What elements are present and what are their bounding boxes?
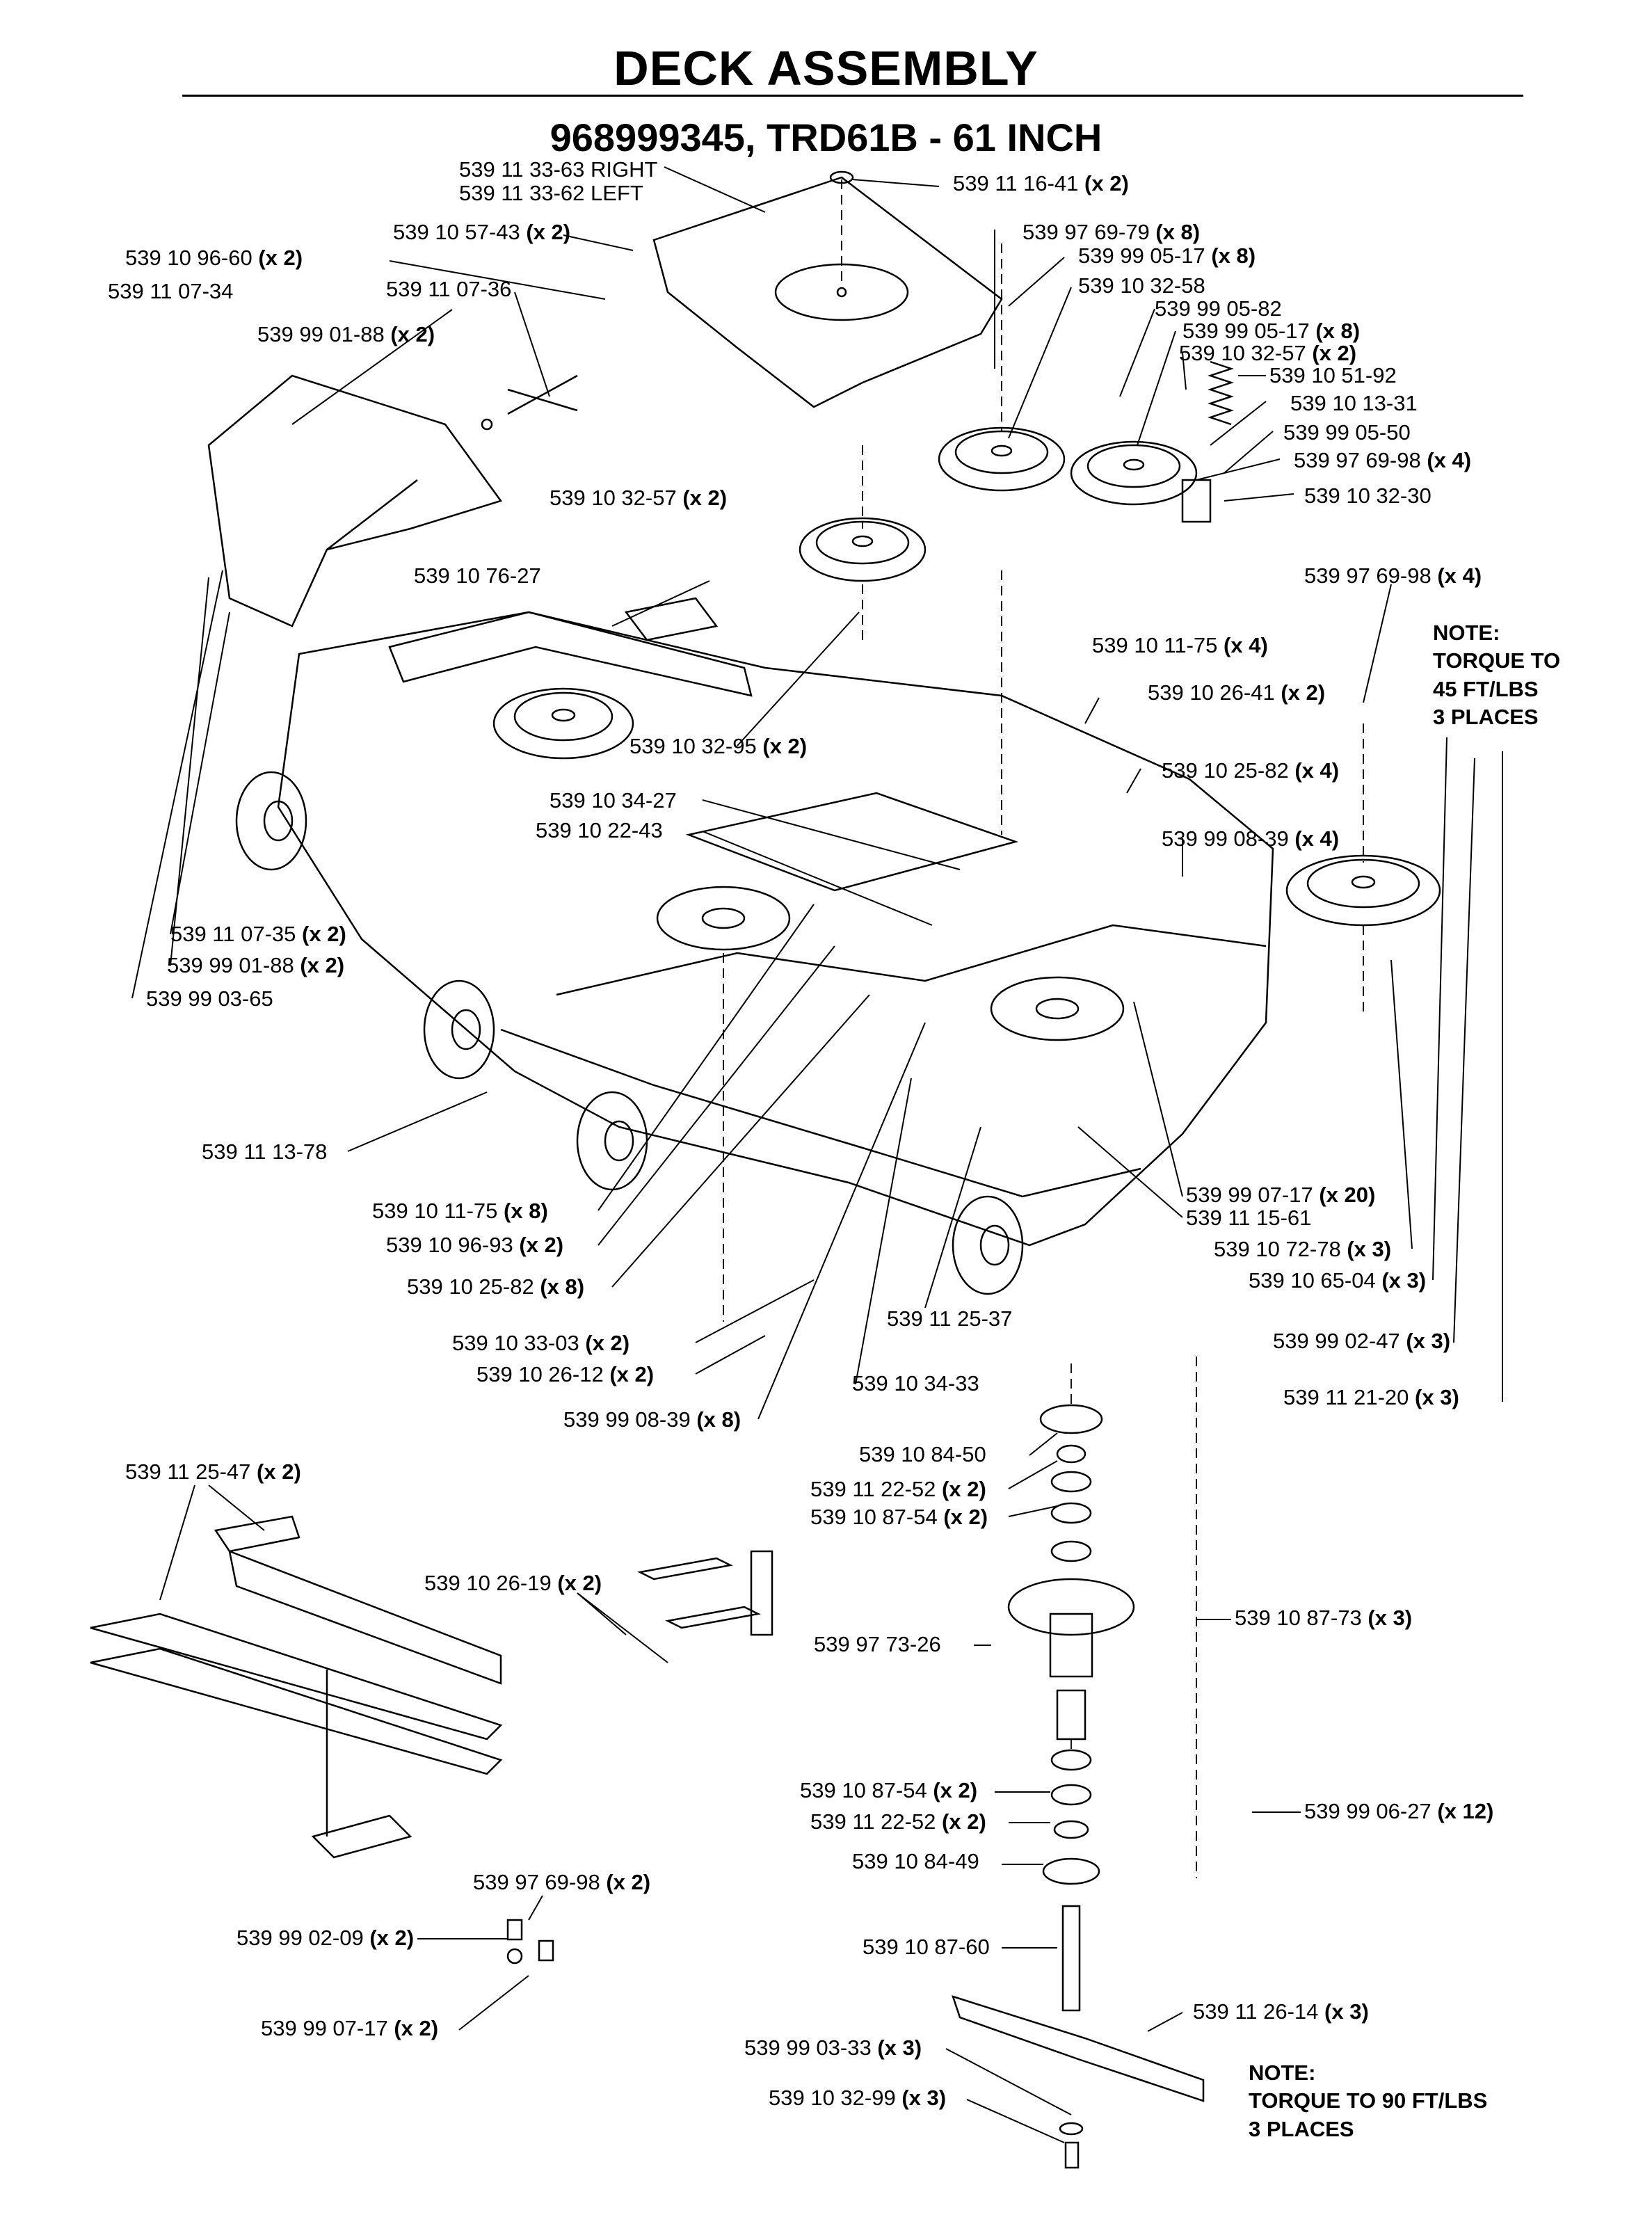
deck-pulley-right <box>1285 854 1441 927</box>
part-label: 539 10 32-57 (x 2) <box>1179 341 1357 365</box>
part-label: 539 99 02-09 (x 2) <box>236 1926 415 1950</box>
part-label: 539 99 01-88 (x 2) <box>167 953 345 977</box>
part-label: 539 10 26-12 (x 2) <box>476 1362 655 1386</box>
part-label: 539 10 76-27 <box>414 563 541 588</box>
part-label: 539 11 25-47 (x 2) <box>125 1459 301 1484</box>
part-label: 539 10 65-04 (x 3) <box>1249 1268 1427 1293</box>
part-label: 539 10 96-60 (x 2) <box>125 246 303 270</box>
part-label: 539 99 03-65 <box>146 986 273 1011</box>
part-label: 539 97 69-98 (x 2) <box>473 1870 651 1894</box>
part-label: 539 10 72-78 (x 3) <box>1214 1237 1392 1261</box>
part-label: 539 11 26-14 (x 3) <box>1193 1999 1369 2024</box>
deck-support-bracket <box>90 1515 503 1859</box>
part-label: 539 10 32-30 <box>1304 483 1432 508</box>
part-label: 539 10 96-93 (x 2) <box>386 1233 564 1257</box>
page-title: DECK ASSEMBLY <box>614 41 1038 95</box>
part-label: 539 10 84-50 <box>859 1442 986 1466</box>
part-label: 539 97 69-79 (x 8) <box>1023 220 1201 244</box>
part-label: 539 99 01-88 (x 2) <box>257 322 435 346</box>
part-label: 539 10 32-99 (x 3) <box>769 2086 947 2110</box>
part-label: 539 97 73-26 <box>814 1632 941 1656</box>
part-label: 539 10 32-58 <box>1078 273 1205 298</box>
part-label: 539 10 22-43 <box>536 818 663 842</box>
discharge-chute <box>207 374 578 627</box>
page-subtitle: 968999345, TRD61B - 61 INCH <box>550 115 1102 159</box>
part-label: 539 99 06-27 (x 12) <box>1304 1799 1494 1823</box>
part-label: 539 99 05-17 (x 8) <box>1182 319 1361 343</box>
pin-bracket <box>637 1550 773 1636</box>
part-label: 539 10 34-27 <box>550 788 677 813</box>
part-label: 539 99 05-17 (x 8) <box>1078 243 1256 268</box>
part-label: 539 11 21-20 (x 3) <box>1283 1385 1459 1409</box>
front-bracket <box>388 597 753 697</box>
part-label: 539 11 07-36 <box>386 277 512 301</box>
part-label: 539 99 02-47 (x 3) <box>1273 1329 1451 1353</box>
part-label: 539 10 87-60 <box>863 1935 990 1959</box>
part-label: 539 11 07-34 <box>108 279 234 303</box>
part-label: 539 11 16-41 (x 2) <box>953 171 1129 195</box>
leader-lines <box>131 166 1503 2143</box>
part-label: 539 10 87-73 (x 3) <box>1235 1606 1413 1630</box>
deck-pulley-left <box>492 687 634 760</box>
spindle-stack <box>952 1404 1205 2169</box>
part-label: 539 99 08-39 (x 8) <box>563 1407 741 1432</box>
part-label: 539 10 26-19 (x 2) <box>424 1571 602 1595</box>
part-label: 539 99 03-33 (x 3) <box>744 2035 922 2060</box>
part-label: 539 10 34-33 <box>852 1371 979 1395</box>
assembly-guides <box>723 179 1364 1878</box>
part-label: 539 11 13-78 <box>202 1139 328 1164</box>
part-label: 539 10 11-75 (x 8) <box>372 1199 548 1223</box>
part-label: 539 11 33-63 RIGHT <box>459 157 658 182</box>
part-label: 539 99 08-39 (x 4) <box>1162 826 1340 851</box>
caster-wheels <box>235 771 1024 1295</box>
part-label: 539 99 05-82 <box>1155 296 1282 321</box>
part-label: 539 99 07-17 (x 20) <box>1186 1183 1376 1207</box>
part-label: 539 11 33-62 LEFT <box>459 181 643 205</box>
part-label: 539 10 13-31 <box>1290 391 1418 415</box>
torque-note-45: NOTE: TORQUE TO 45 FT/LBS 3 PLACES <box>1433 621 1561 729</box>
part-label: 539 10 26-41 (x 2) <box>1148 680 1326 705</box>
mower-deck-shell <box>277 611 1274 1247</box>
part-label: 539 97 69-98 (x 4) <box>1294 448 1472 472</box>
part-label: 539 11 22-52 (x 2) <box>810 1809 986 1834</box>
bracket-hardware <box>506 1919 554 1965</box>
belt-cover <box>652 170 1003 408</box>
part-label: 539 10 32-95 (x 2) <box>629 734 808 758</box>
part-label: 539 10 57-43 (x 2) <box>393 220 571 244</box>
title-divider <box>182 95 1523 97</box>
part-label: 539 10 87-54 (x 2) <box>800 1778 978 1802</box>
torque-note-90: NOTE: TORQUE TO 90 FT/LBS 3 PLACES <box>1249 2061 1488 2141</box>
part-label: 539 11 22-52 (x 2) <box>810 1477 986 1501</box>
part-label: 539 99 07-17 (x 2) <box>261 2016 439 2040</box>
idler-pulley-upper <box>799 360 1234 582</box>
part-label: 539 10 84-49 <box>852 1849 979 1873</box>
part-label: 539 10 25-82 (x 8) <box>407 1274 585 1299</box>
part-label: 539 10 11-75 (x 4) <box>1092 633 1268 657</box>
part-label: 539 10 33-03 (x 2) <box>452 1331 630 1355</box>
part-label: 539 11 07-35 (x 2) <box>170 922 346 946</box>
part-label: 539 11 15-61 <box>1186 1206 1312 1230</box>
part-label: 539 10 32-57 (x 2) <box>550 486 728 510</box>
part-label: 539 10 51-92 <box>1269 363 1397 387</box>
part-label: 539 10 87-54 (x 2) <box>810 1505 988 1529</box>
part-label: 539 99 05-50 <box>1283 420 1411 445</box>
part-label: 539 11 25-37 <box>887 1306 1013 1331</box>
part-label: 539 10 25-82 (x 4) <box>1162 758 1340 783</box>
part-label: 539 97 69-98 (x 4) <box>1304 563 1482 588</box>
